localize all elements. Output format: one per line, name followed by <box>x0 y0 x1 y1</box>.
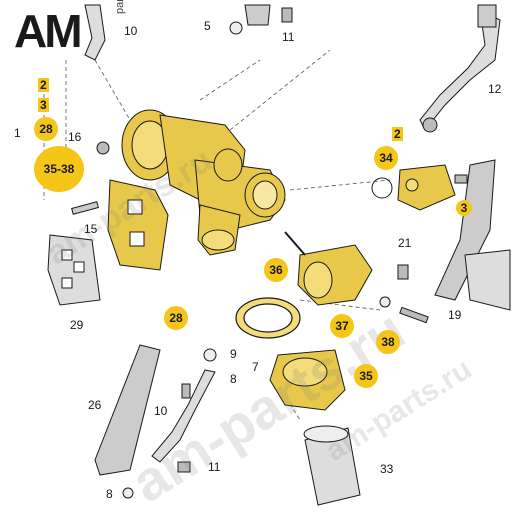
callout-37: 37 <box>330 314 354 338</box>
callout-16: 16 <box>68 130 82 144</box>
callout-11: 11 <box>282 30 295 44</box>
callout-3: 3 <box>456 200 472 216</box>
callout-8: 8 <box>230 372 237 386</box>
callout-1: 1 <box>14 126 21 140</box>
callout-5: 5 <box>204 19 211 33</box>
oil-line <box>122 348 217 499</box>
callout-9: 9 <box>230 347 237 361</box>
seal-ring-36 <box>235 297 301 339</box>
actuator-34 <box>371 164 468 211</box>
callout-10: 10 <box>124 24 138 38</box>
bolt-11 <box>229 7 293 35</box>
heat-shield-26 <box>94 344 161 476</box>
callout-26: 26 <box>88 398 102 412</box>
bolt-16 <box>96 141 110 155</box>
bolts-38 <box>379 296 429 324</box>
bolt-21 <box>397 264 409 280</box>
stud <box>71 201 99 215</box>
site-logo: AM parts.ru <box>14 0 144 57</box>
callout-33: 33 <box>380 462 394 476</box>
logo-subtext: parts.ru <box>114 0 126 14</box>
callout-38: 38 <box>376 330 400 354</box>
callout-8: 8 <box>106 487 113 501</box>
callout-10: 10 <box>154 404 168 418</box>
callout-21: 21 <box>398 236 412 250</box>
actuator-37 <box>284 231 373 306</box>
pipe-top-left <box>84 4 271 61</box>
callout-2: 2 <box>38 78 49 92</box>
callout-3: 3 <box>38 98 49 112</box>
logo-text: AM <box>14 5 83 57</box>
callout-2: 2 <box>392 127 403 141</box>
callout-35: 35 <box>354 364 378 388</box>
callout-28: 28 <box>164 306 188 330</box>
bracket-19 <box>434 159 511 311</box>
callout-7: 7 <box>252 360 259 374</box>
pipe-12 <box>419 4 501 133</box>
callout-28: 28 <box>34 117 58 141</box>
callout-36: 36 <box>264 258 288 282</box>
callout-29: 29 <box>70 318 84 332</box>
callout-15: 15 <box>84 222 98 236</box>
valve-35 <box>269 349 346 411</box>
hose-33 <box>303 425 361 506</box>
callout-19: 19 <box>448 308 462 322</box>
callout-12: 12 <box>488 82 502 96</box>
callout-11: 11 <box>208 460 221 474</box>
flange-gasket <box>47 179 169 306</box>
turbocharger <box>121 109 286 256</box>
callout-35-38: 35-38 <box>34 146 84 192</box>
callout-34: 34 <box>374 146 398 170</box>
